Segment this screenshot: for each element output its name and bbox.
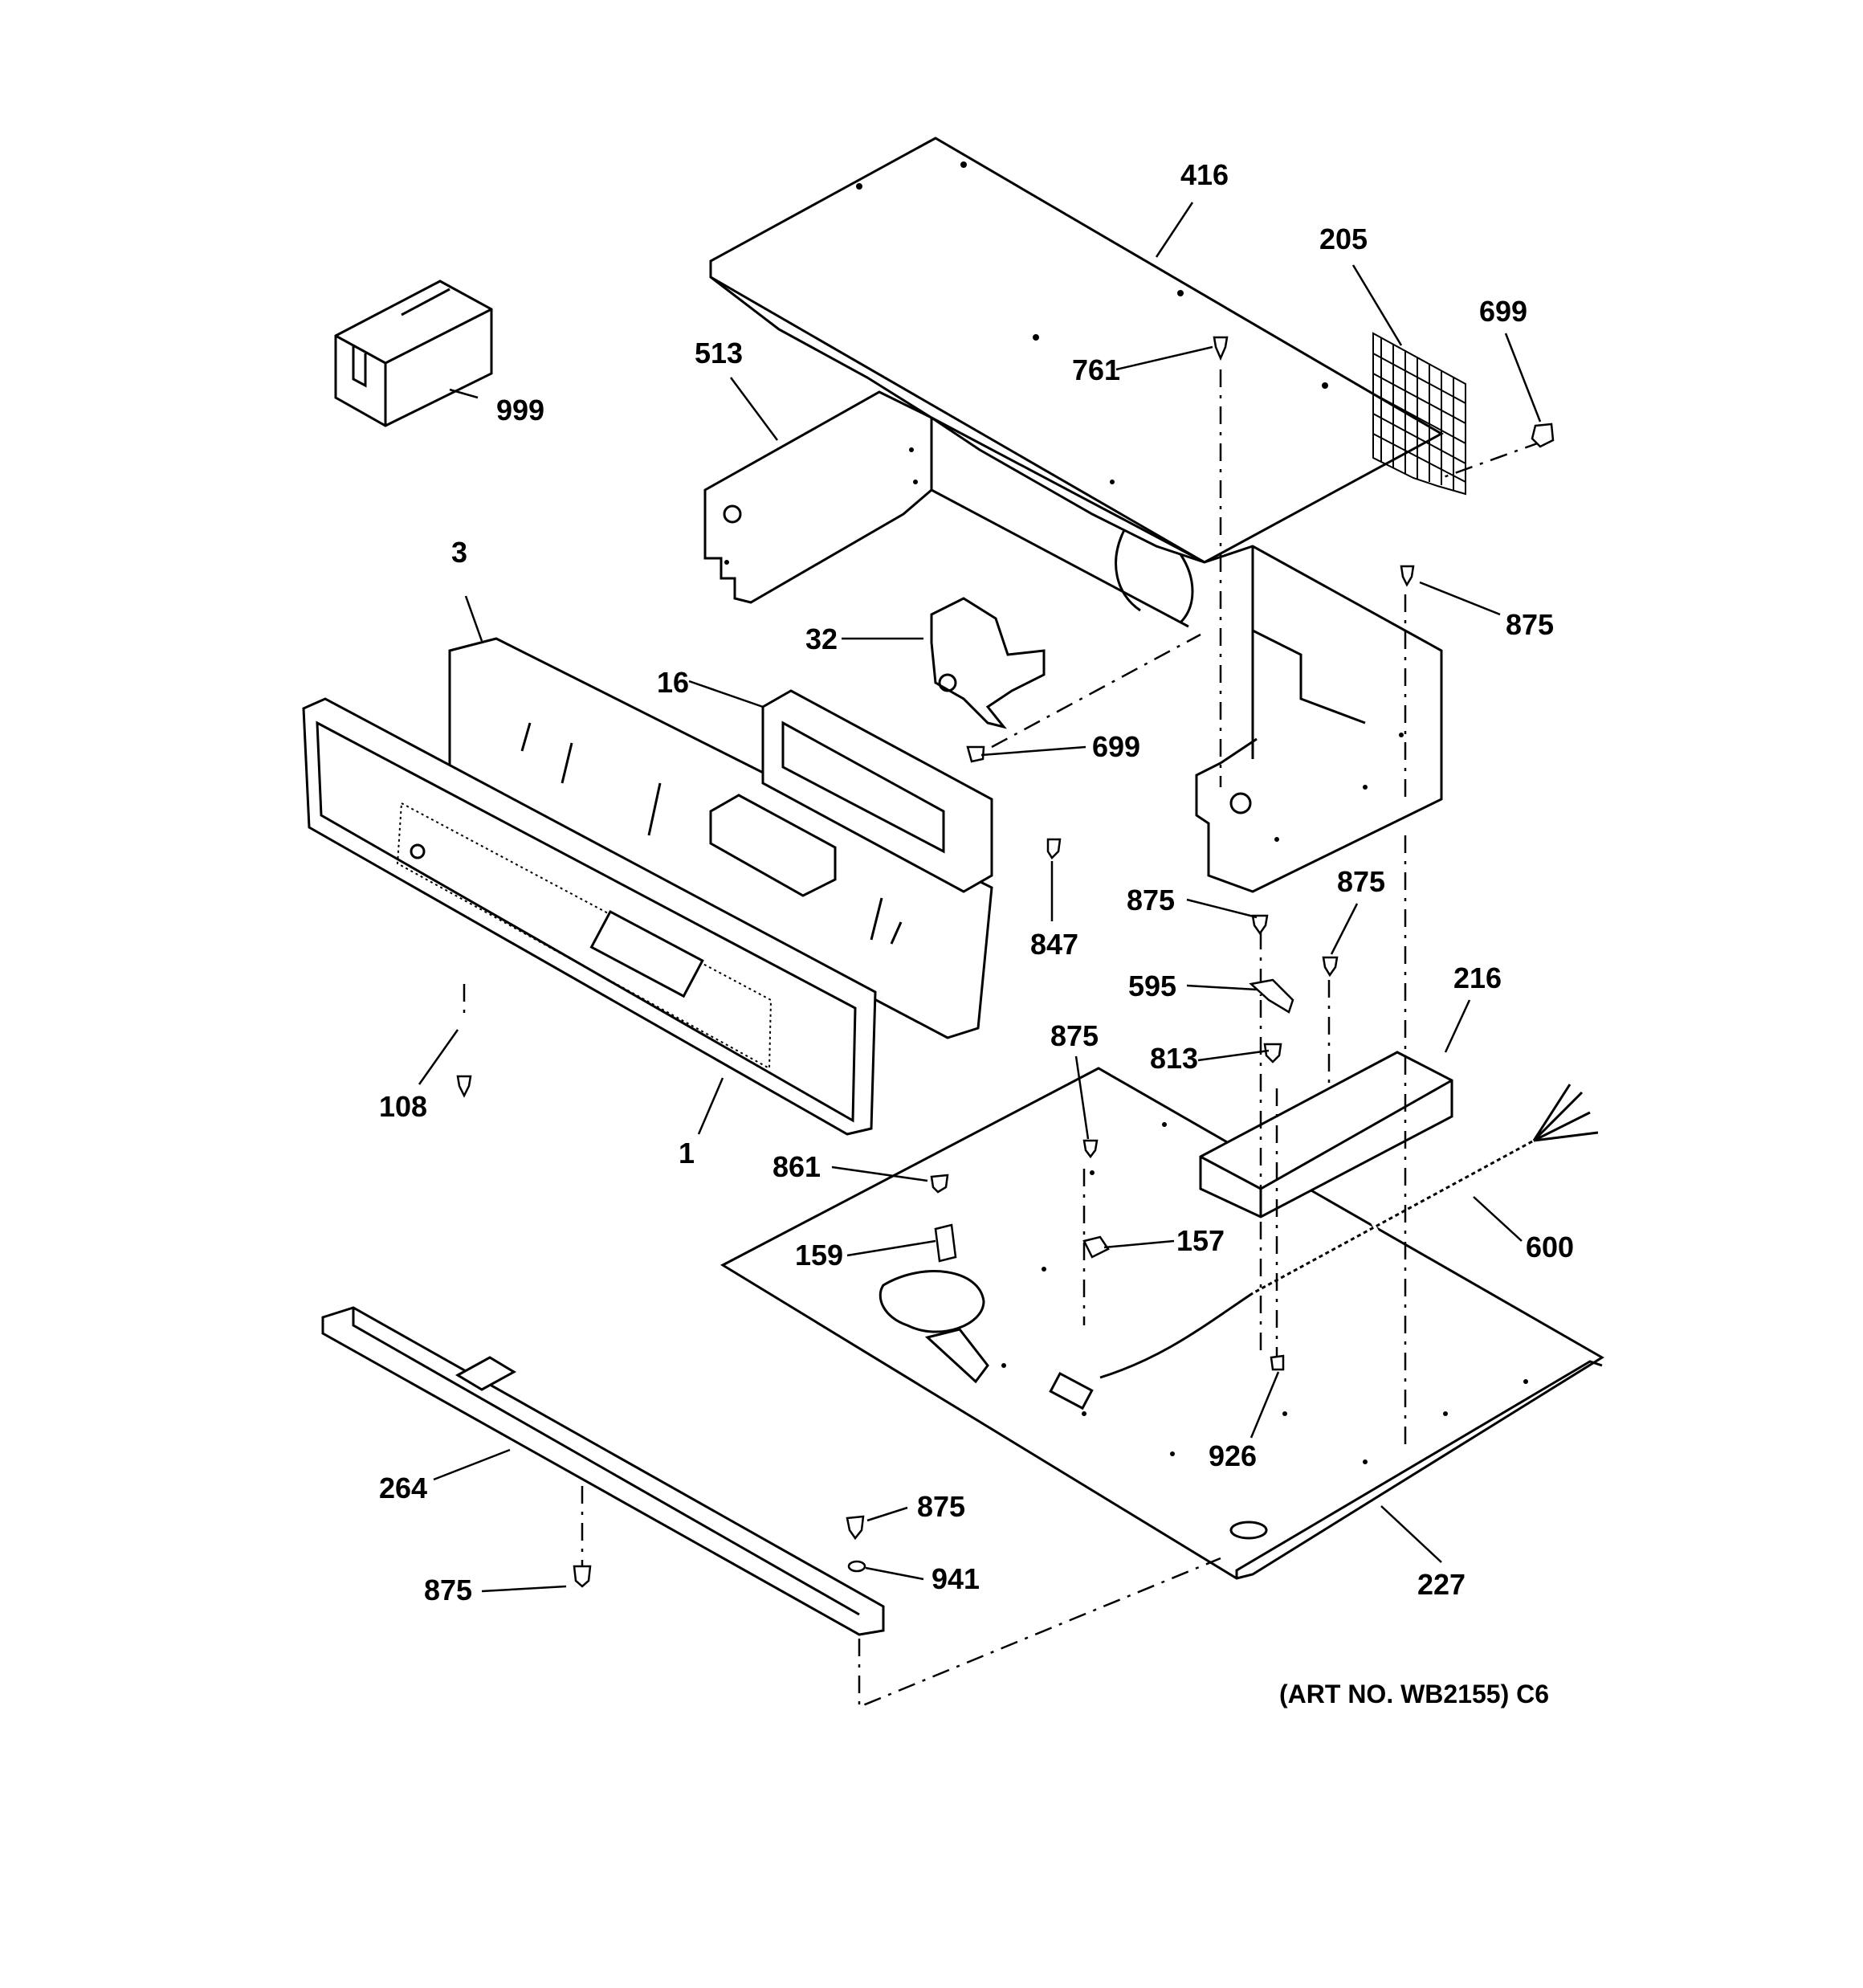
part-label-205: 205 [1319,222,1368,255]
part-label-941: 941 [932,1562,980,1595]
wire-harness-600 [1049,1084,1599,1410]
alignment-lines [463,369,1543,1708]
part-label-813: 813 [1150,1042,1198,1075]
bottom-trim-264 [321,1306,885,1636]
part-label-875: 875 [1127,884,1175,916]
wiring-cover-216 [1199,1051,1453,1219]
fan-motor-32 [930,597,1046,729]
part-label-1: 1 [679,1137,695,1170]
part-label-761: 761 [1072,353,1120,386]
part-label-600: 600 [1526,1231,1574,1263]
part-label-875: 875 [424,1574,472,1606]
part-label-875: 875 [1506,608,1554,641]
part-label-699: 699 [1092,730,1140,763]
part-label-926: 926 [1209,1439,1257,1472]
part-label-32: 32 [805,623,838,655]
part-label-699: 699 [1479,295,1527,328]
part-label-847: 847 [1030,928,1078,961]
mesh-filter-205 [1372,332,1466,496]
part-label-875: 875 [1050,1019,1099,1052]
part-label-875: 875 [1337,865,1385,898]
part-labels: 416 205 699 513 761 999 875 3 32 16 699 … [379,158,1574,1606]
part-label-264: 264 [379,1472,427,1504]
side-wall-513 [703,390,1205,628]
package-box-999 [334,280,493,427]
bottom-plate-227 [720,1067,1604,1580]
part-label-3: 3 [451,536,467,569]
leader-lines [418,202,1542,1593]
part-label-595: 595 [1128,970,1176,1002]
part-label-513: 513 [695,337,743,369]
fasteners [456,336,1555,1588]
part-label-216: 216 [1453,961,1502,994]
front-fascia-1 [302,697,877,1136]
part-label-108: 108 [379,1090,427,1123]
part-label-861: 861 [773,1150,821,1183]
part-label-416: 416 [1180,158,1229,191]
part-label-159: 159 [795,1239,843,1272]
part-label-999: 999 [496,394,544,427]
part-label-227: 227 [1417,1568,1466,1601]
right-side-wall [1195,545,1443,893]
art-number-note: (ART NO. WB2155) C6 [1279,1680,1549,1708]
part-label-875: 875 [917,1490,965,1523]
part-label-157: 157 [1176,1224,1225,1257]
part-label-16: 16 [657,666,689,699]
control-board-16 [761,689,993,893]
